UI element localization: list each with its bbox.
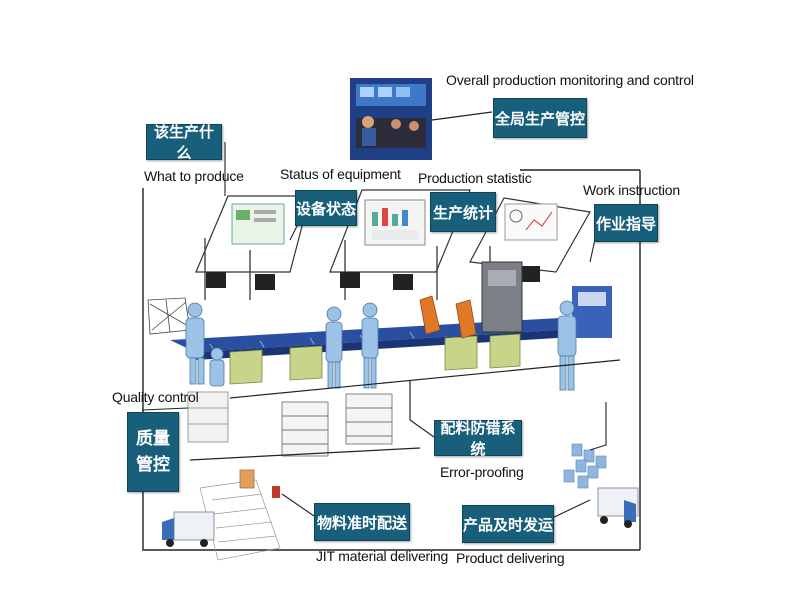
platform-screens: [231, 199, 558, 246]
station-monitors: [206, 266, 540, 290]
floor-lines: [189, 359, 621, 461]
quality-control-tag-line2: 管控: [136, 455, 170, 475]
jit-delivering-label: JIT material delivering: [316, 548, 449, 564]
assembly-robots: [419, 295, 477, 339]
platform-poles: [204, 238, 491, 300]
error-proofing-tag: 配料防错系统: [434, 419, 522, 458]
equipment-status-label: Status of equipment: [280, 166, 401, 182]
jit-delivering-tag: 物料准时配送: [314, 503, 410, 541]
material-trolleys: [281, 393, 393, 457]
product-boxes: [563, 443, 607, 489]
quality-control-label: Quality control: [112, 389, 199, 405]
quality-control-tag: 质量 管控: [127, 412, 179, 492]
overall-monitoring-tag: 全局生产管控: [493, 98, 587, 138]
raw-material-rack: [147, 297, 191, 335]
what-to-produce-tag: 该生产什么: [146, 123, 222, 162]
connector-overall: [431, 111, 493, 121]
control-room-photo: [350, 78, 432, 160]
workers: [185, 300, 577, 391]
overall-monitoring-label: Overall production monitoring and contro…: [446, 72, 694, 88]
jit-warehouse: [199, 469, 281, 561]
work-instruction-tag: 作业指导: [594, 204, 658, 242]
product-delivering-tag: 产品及时发运: [462, 505, 554, 543]
quality-shelves: [187, 391, 229, 443]
work-instruction-machine: [481, 261, 612, 338]
jit-truck: [162, 511, 215, 547]
production-statistic-tag: 生产统计: [430, 192, 496, 232]
what-to-produce-label: What to produce: [144, 168, 244, 184]
quality-control-tag-line1: 质量: [136, 429, 170, 449]
work-instruction-label: Work instruction: [583, 182, 680, 198]
product-truck: [597, 487, 639, 528]
error-proofing-label: Error-proofing: [440, 464, 524, 480]
product-delivering-label: Product delivering: [456, 550, 565, 566]
equipment-status-tag: 设备状态: [295, 190, 357, 226]
production-statistic-label: Production statistic: [418, 170, 532, 186]
station-panels: [229, 333, 521, 385]
